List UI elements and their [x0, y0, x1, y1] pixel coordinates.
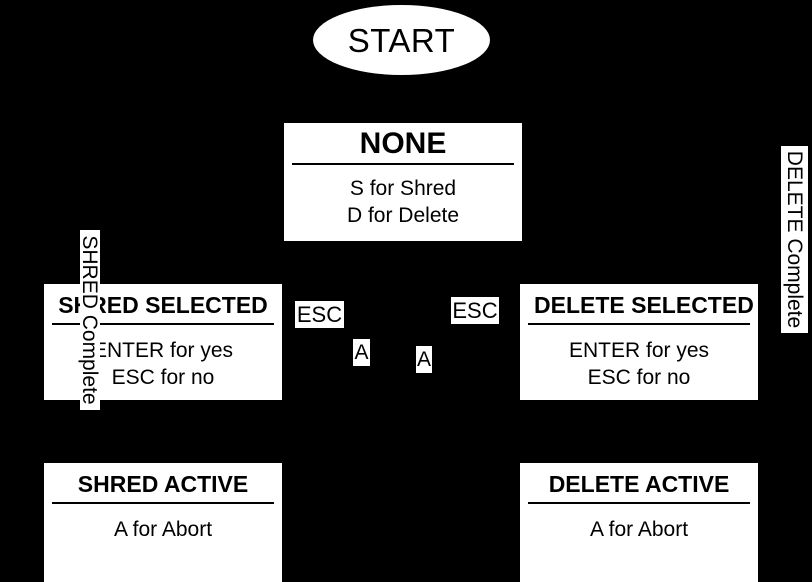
edge-label-esc-left: ESC: [295, 301, 344, 328]
state-body-delete-active: A for Abort: [520, 504, 758, 582]
edge-label-a-right: A: [416, 346, 432, 373]
edge-label-esc-right: ESC: [451, 297, 499, 324]
state-body-shred-selected: ENTER for yes ESC for no: [44, 325, 282, 400]
state-node-none: NONE S for Shred D for Delete: [284, 123, 522, 241]
state-body-none: S for Shred D for Delete: [284, 165, 522, 241]
state-body-line: ESC for no: [587, 366, 691, 390]
state-title-delete-selected: DELETE SELECTED: [528, 284, 754, 325]
edge-label-delete-complete: DELETE Complete: [781, 146, 808, 333]
state-body-line: D for Delete: [346, 204, 460, 228]
state-body-line: A for Abort: [589, 518, 689, 541]
state-title-none: NONE: [292, 123, 514, 165]
state-node-delete-active: DELETE ACTIVE A for Abort: [520, 463, 758, 582]
start-node-label: START: [347, 21, 456, 59]
edge-label-a-left: A: [353, 339, 370, 366]
start-node: START: [313, 5, 490, 75]
state-node-delete-selected: DELETE SELECTED ENTER for yes ESC for no: [520, 284, 758, 400]
state-body-line: ENTER for yes: [568, 339, 710, 362]
state-body-line: ENTER for yes: [92, 339, 234, 362]
state-node-shred-active: SHRED ACTIVE A for Abort: [44, 463, 282, 582]
state-body-line: A for Abort: [113, 518, 213, 541]
state-title-shred-active: SHRED ACTIVE: [52, 463, 274, 504]
state-body-delete-selected: ENTER for yes ESC for no: [520, 325, 758, 400]
edge-label-shred-complete: SHRED Complete: [79, 230, 102, 410]
state-body-line: ESC for no: [111, 366, 215, 390]
state-title-shred-selected: SHRED SELECTED: [52, 284, 274, 325]
state-title-delete-active: DELETE ACTIVE: [528, 463, 750, 504]
state-body-shred-active: A for Abort: [44, 504, 282, 582]
state-body-line: S for Shred: [349, 177, 457, 200]
